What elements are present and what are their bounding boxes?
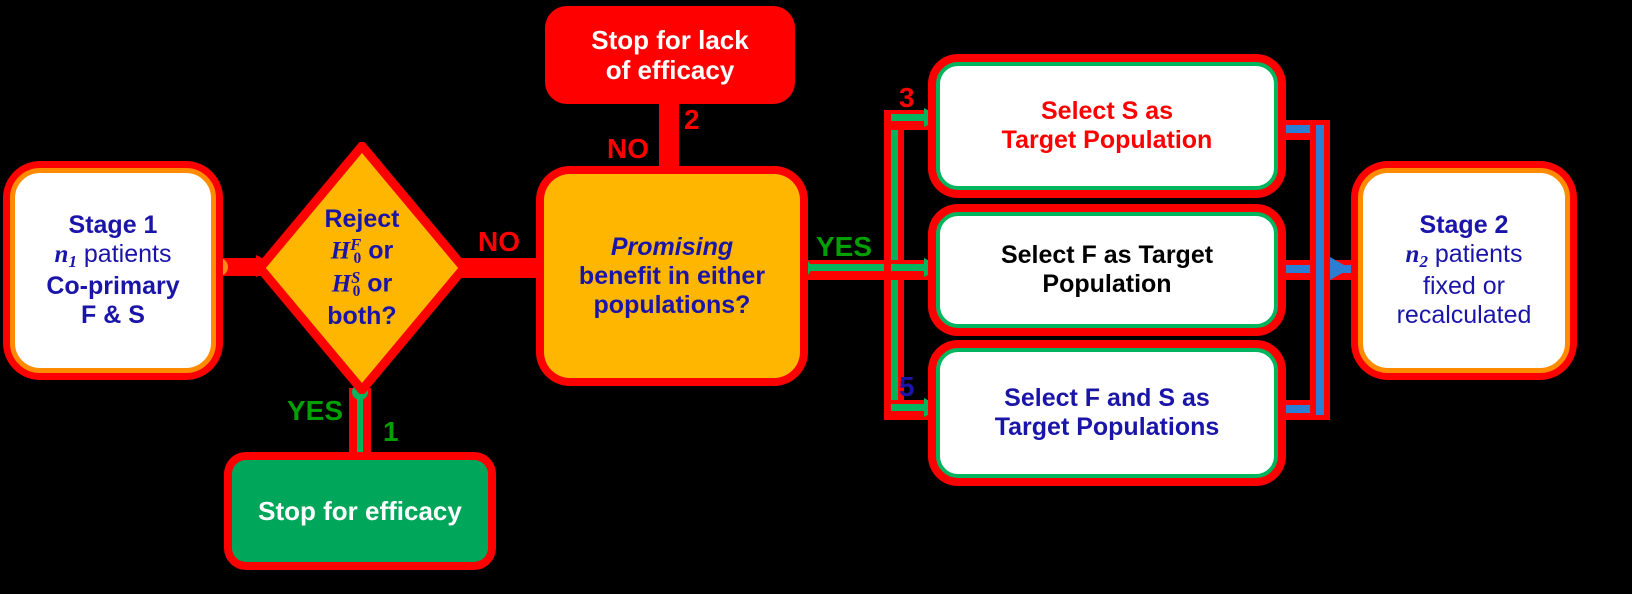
h0f-h: H bbox=[330, 237, 351, 265]
edge-number-5: 5 bbox=[899, 371, 915, 402]
node-stage-2[interactable]: Stage 2 n2 patients fixed or recalculate… bbox=[1358, 168, 1570, 373]
branch-line-select-f bbox=[891, 264, 933, 271]
edge-number-2: 2 bbox=[684, 104, 700, 135]
h0f-sup: F bbox=[350, 234, 362, 254]
stage1-line3: Co-primary bbox=[46, 271, 180, 300]
stage1-line1: Stage 1 bbox=[68, 211, 158, 240]
h0s-h: H bbox=[331, 270, 352, 298]
node-select-f-target-population[interactable]: Select F as Target Population bbox=[936, 212, 1278, 328]
blue-stub-line-s bbox=[1278, 125, 1330, 133]
edge-label-decision-no: NO bbox=[478, 226, 520, 257]
select-s-line2: Target Population bbox=[1001, 126, 1213, 154]
edge-label-promising-no: NO bbox=[607, 133, 649, 164]
stage1-line2: n1 patients bbox=[21, 240, 205, 271]
node-select-s-target-population[interactable]: Select S as Target Population bbox=[936, 62, 1278, 190]
branch-line-select-fs bbox=[891, 404, 933, 411]
decision-line1: Reject bbox=[324, 205, 400, 233]
arrowhead-to-stage2 bbox=[1330, 257, 1350, 280]
stage2-line2: n2 patients bbox=[1369, 240, 1559, 271]
decision-line3: HS0 or bbox=[324, 268, 399, 302]
h0s-sub: 0 bbox=[352, 283, 361, 301]
node-promising-decision[interactable]: Promising benefit in either populations? bbox=[544, 174, 800, 378]
stage1-n-sub: 1 bbox=[68, 252, 77, 272]
stage2-line1: Stage 2 bbox=[1419, 211, 1509, 240]
connector-promising-yes-line bbox=[800, 264, 928, 271]
node-stop-for-efficacy[interactable]: Stop for efficacy bbox=[232, 460, 488, 562]
select-s-line1: Select S as bbox=[1040, 97, 1174, 125]
connector-decision-no bbox=[462, 258, 544, 278]
edge-number-3: 3 bbox=[899, 82, 915, 113]
decision-line2: HF0 or bbox=[324, 235, 399, 269]
connector-promising-no bbox=[659, 98, 679, 180]
stage2-line4: recalculated bbox=[1396, 300, 1532, 329]
promising-line2: benefit in either bbox=[578, 261, 766, 290]
edge-label-promising-yes: YES bbox=[816, 231, 873, 262]
select-fs-line1: Select F and S as bbox=[1004, 384, 1210, 412]
stage2-n-var: n bbox=[1405, 241, 1420, 269]
blue-stub-line-fs bbox=[1278, 405, 1330, 413]
arrowhead-to-select-f bbox=[924, 258, 942, 277]
node-stop-for-lack-of-efficacy[interactable]: Stop for lack of efficacy bbox=[545, 6, 795, 104]
stage2-line3: fixed or bbox=[1423, 271, 1505, 300]
blue-bus-line bbox=[1316, 125, 1324, 415]
arrowhead-to-select-s bbox=[924, 108, 942, 127]
stop-lack-line1: Stop for lack bbox=[591, 24, 749, 55]
select-fs-line2: Target Populations bbox=[994, 413, 1220, 441]
stop-efficacy-label: Stop for efficacy bbox=[258, 495, 462, 526]
stop-lack-line2: of efficacy bbox=[605, 55, 735, 85]
node-select-f-and-s-target-populations[interactable]: Select F and S as Target Populations bbox=[936, 348, 1278, 478]
decision-text: Reject HF0 or HS0 or both? bbox=[256, 142, 468, 394]
stage2-n-sub: 2 bbox=[1419, 252, 1428, 272]
stage1-patients-word: patients bbox=[76, 240, 172, 269]
select-f-line2: Population bbox=[1042, 270, 1172, 298]
node-decision-reject[interactable]: Reject HF0 or HS0 or both? bbox=[256, 142, 468, 394]
h0s-or: or bbox=[360, 269, 393, 298]
h0f-sub: 0 bbox=[353, 249, 362, 267]
stage2-patients-word: patients bbox=[1427, 240, 1523, 269]
node-stage-1[interactable]: Stage 1 n1 patients Co-primary F & S bbox=[10, 168, 216, 373]
edge-number-1: 1 bbox=[383, 416, 399, 447]
promising-line3: populations? bbox=[593, 290, 751, 319]
branch-line-select-s bbox=[891, 114, 933, 121]
promising-emphasis: Promising bbox=[610, 232, 734, 261]
diamond-shape bbox=[256, 142, 468, 394]
stage1-line4: F & S bbox=[81, 300, 145, 329]
decision-line4: both? bbox=[327, 301, 397, 330]
select-f-line1: Select F as Target bbox=[1000, 241, 1214, 269]
h0s-sup: S bbox=[351, 268, 361, 287]
h0f-or: or bbox=[361, 236, 394, 265]
stage1-n-var: n bbox=[54, 241, 69, 269]
connector-decision-yes-line bbox=[357, 392, 363, 462]
arrowhead-to-select-fs bbox=[924, 398, 942, 417]
edge-label-decision-yes: YES bbox=[287, 395, 344, 426]
